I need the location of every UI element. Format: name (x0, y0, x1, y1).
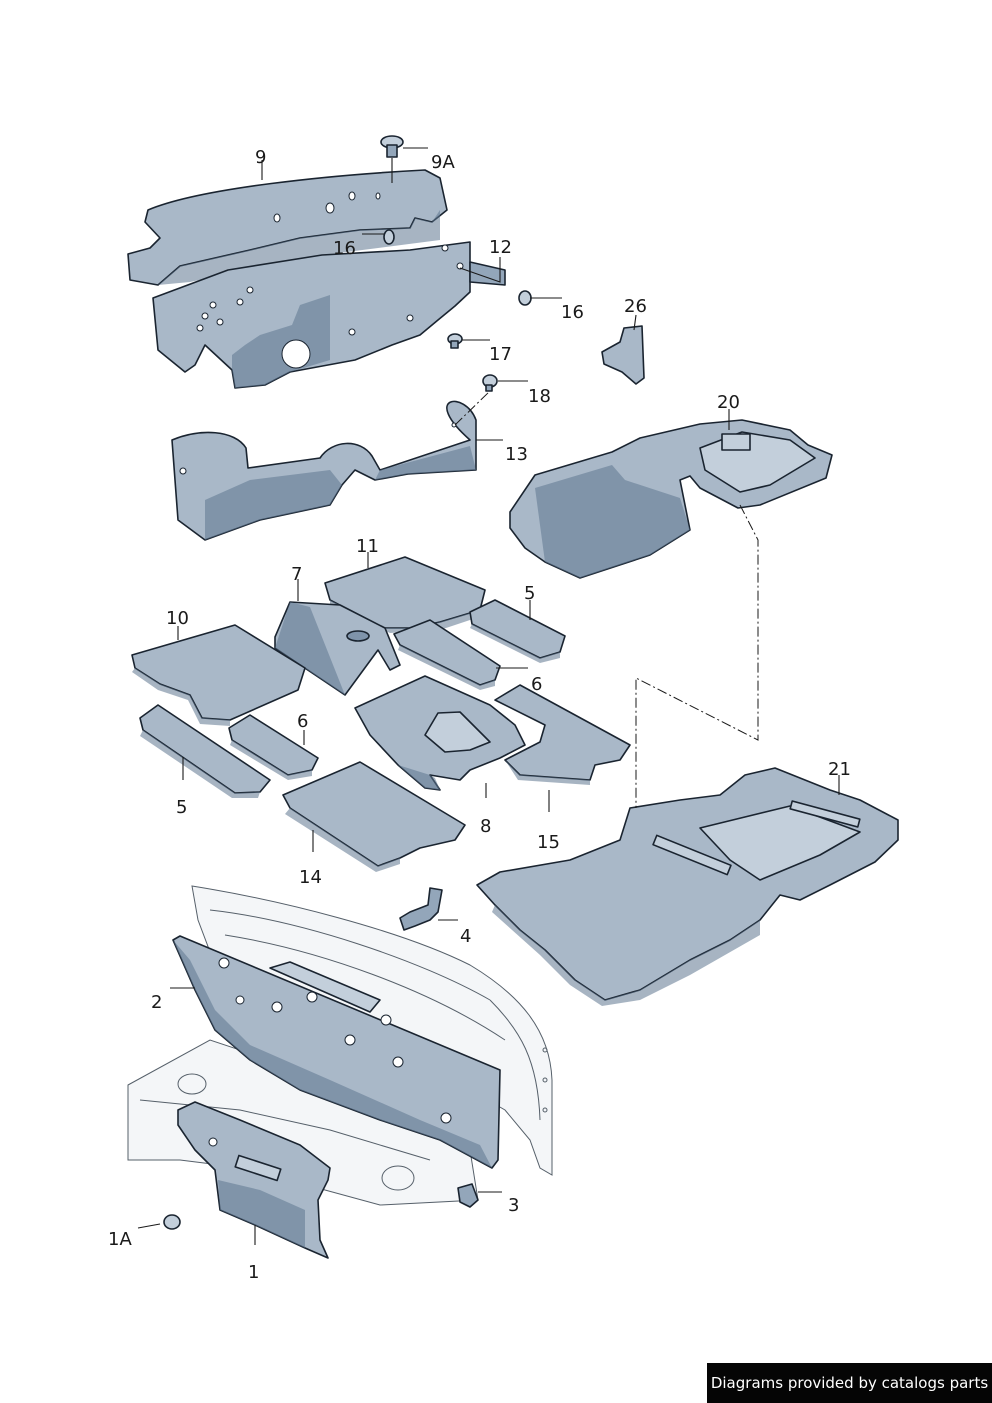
callout-17: 17 (489, 344, 512, 365)
callout-1a: 1A (108, 1229, 132, 1250)
callout-20: 20 (717, 392, 740, 413)
callout-13: 13 (505, 444, 528, 465)
part-5-strip-lower (139, 704, 271, 798)
part-20-rear-floor-mat (509, 419, 833, 579)
callout-16-upper: 16 (333, 238, 356, 259)
part-16-washer-right (518, 290, 532, 306)
part-17-clip (447, 333, 463, 349)
callout-8: 8 (480, 816, 491, 837)
part-1-side-insulation (177, 1101, 331, 1259)
callout-1: 1 (248, 1262, 259, 1283)
part-9a-clip (380, 135, 404, 158)
part-9-bulkhead-cover (127, 169, 448, 286)
callout-labels: 9 9A 16 12 16 26 17 18 20 13 11 7 5 10 6… (108, 147, 851, 1283)
callout-9a: 9A (431, 152, 455, 173)
part-7-tunnel-cover (274, 601, 401, 696)
part-13-rear-insulation (171, 400, 477, 541)
part-14-mat (282, 761, 466, 872)
callout-18: 18 (528, 386, 551, 407)
callout-14: 14 (299, 867, 322, 888)
callout-12: 12 (489, 237, 512, 258)
part-3-clip (457, 1183, 479, 1208)
callout-26: 26 (624, 296, 647, 317)
part-10-mat (131, 624, 306, 726)
callout-10: 10 (166, 608, 189, 629)
callout-3: 3 (508, 1195, 519, 1216)
callout-11: 11 (356, 536, 379, 557)
part-12-firewall-insulation (152, 241, 506, 389)
callout-6-left: 6 (297, 711, 308, 732)
part-26-pad (601, 325, 645, 385)
callout-6-right: 6 (531, 674, 542, 695)
assembly-line-right (635, 504, 759, 808)
part-8-center-mat (354, 675, 526, 791)
part-5-strip-upper (469, 599, 566, 663)
callout-7: 7 (291, 564, 302, 585)
callout-5-upper: 5 (524, 583, 535, 604)
callout-4: 4 (460, 926, 471, 947)
part-2-hood-insulation (172, 935, 501, 1169)
callout-21: 21 (828, 759, 851, 780)
callout-5-lower: 5 (176, 797, 187, 818)
part-15-mat (494, 684, 631, 785)
assembly-line-13 (454, 390, 491, 426)
credit-banner: Diagrams provided by catalogs parts (707, 1363, 992, 1403)
part-16-washer-upper (383, 229, 395, 245)
callout-9: 9 (255, 147, 266, 168)
part-6-strip-upper (393, 619, 501, 690)
part-21-front-floor-covering (476, 767, 899, 1006)
callout-15: 15 (537, 832, 560, 853)
part-18-push-clip (482, 374, 498, 392)
leader-lines (137, 147, 840, 1245)
callout-16-right: 16 (561, 302, 584, 323)
part-1a-washer (163, 1214, 181, 1230)
callout-2: 2 (151, 992, 162, 1013)
part-6-strip-lower (228, 714, 319, 780)
part-4-bracket (399, 887, 443, 931)
